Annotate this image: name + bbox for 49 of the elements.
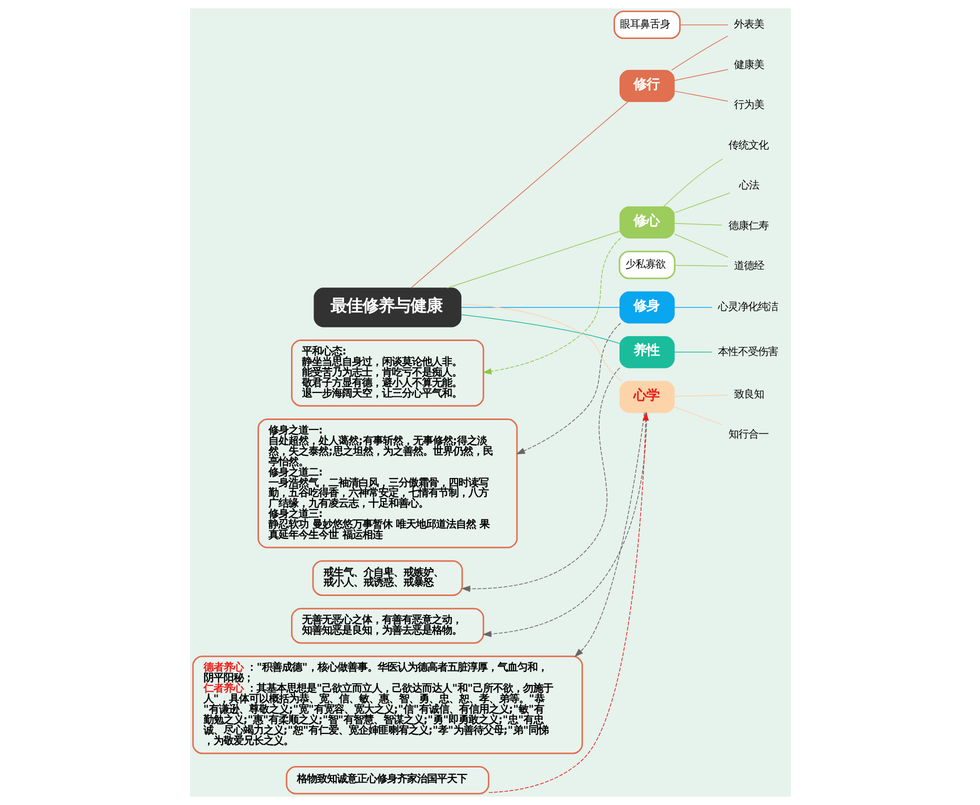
node-text: 传统文化 — [728, 139, 768, 152]
connector — [674, 307, 712, 308]
node-box: 修身 — [619, 291, 674, 324]
connector — [674, 234, 728, 258]
node-text: 行为美 — [733, 99, 764, 112]
node-text: 道德经 — [733, 260, 764, 272]
arrow — [574, 412, 644, 658]
node-box: 最佳修养与健康 — [313, 288, 461, 328]
connector — [662, 158, 722, 208]
node-box: 戒生气、介自卑、戒嫉妒、戒小人、戒诱惑、戒暴怒 — [312, 560, 462, 596]
node-box: 眼耳鼻舌身 — [613, 10, 680, 39]
connector — [446, 230, 620, 288]
connector — [410, 101, 628, 288]
arrow — [488, 412, 648, 793]
connector — [674, 192, 730, 214]
connector — [670, 36, 728, 71]
connector — [674, 406, 722, 426]
node-text: 本性不受伤害 — [717, 346, 778, 358]
node-text: 知行合一 — [728, 428, 768, 441]
connector — [674, 264, 728, 266]
node-text: 外表美 — [733, 18, 764, 31]
node-box: 德者养心："积善成德"，核心做善事。华医认为德高者五脏淳厚，气血匀和，阴平阳秘； 仁者养心：其基本思想是"己欲立而立人，己欲达而达人"和"己所不欲，勿施于人"，具体可以概括为恭、宽、信、敏、惠、智、勇、忠、恕、孝、弟等。"恭"有谦逊、尊敬之义;"宽"有宽容、宽大之义;"信"有诚信、有信用之义;"敏"有勤勉之义;"惠"有柔顺之义;"智"有智慧、智谋之义;"勇"即勇敢之义;"忠"有忠诚、尽心竭力之义;"恕"有仁爱、宽企婶匪喇宥之义;"孝"为善待父母;"弟"同悌，为敬爱兄长之义。 — [192, 656, 582, 754]
node-box: 心学 — [619, 380, 674, 413]
node-text: 德康仁寿 — [728, 220, 768, 232]
node-text: 心法 — [738, 180, 759, 192]
node-box: 格物致知诚意正心修身齐家治国平天下 — [285, 766, 489, 794]
node-text: 心灵净化纯洁 — [717, 301, 778, 314]
node-box: 修身之道一: 自处超然，处人蔼然;有事斩然，无事修然;得之淡然，失之泰然;思之坦然，为之善然。世界仍然，民亭怡然。 修身之道二: 一身浩然气，二袖清白风，三分傲霜骨，四时读写勤，五谷吃得香，六神常安定，七情有节制，八方广结缘，九有凌云志，十足和善心。 修身之道三: 静忍软功 曼妙悠悠万事暂休 唯天地邱道法自然 果真延年今生今世 福运相连 — [256, 418, 518, 548]
connector — [674, 352, 712, 353]
arrow — [516, 322, 620, 454]
node-box: 养性 — [619, 336, 674, 368]
connector — [460, 314, 620, 344]
node-box: 平和心态: 静坐当思自身过，闲谈莫论他人非。能受苦乃为志士，肯吃亏不是痴人。敬君子方显有德，避小人不算无能。退一步海阔天空，让三分心平气和。 — [290, 340, 484, 407]
node-box: 少私寡欲 — [618, 250, 675, 280]
node-text: 健康美 — [733, 58, 764, 71]
connector — [674, 69, 728, 81]
arrow — [460, 368, 620, 592]
node-box: 修心 — [619, 206, 674, 238]
connector — [460, 304, 622, 382]
connector — [674, 223, 722, 226]
connector — [674, 90, 728, 102]
node-box: 无善无恶心之体，有善有恶意之动，知善知恶是良知，为善去恶是格物。 — [290, 608, 484, 644]
arrow — [482, 238, 620, 374]
arrow — [482, 412, 647, 638]
node-box: 修行 — [619, 70, 674, 102]
connector — [679, 24, 728, 26]
connector — [674, 394, 728, 397]
connector — [460, 307, 620, 308]
node-text: 致良知 — [733, 388, 764, 400]
